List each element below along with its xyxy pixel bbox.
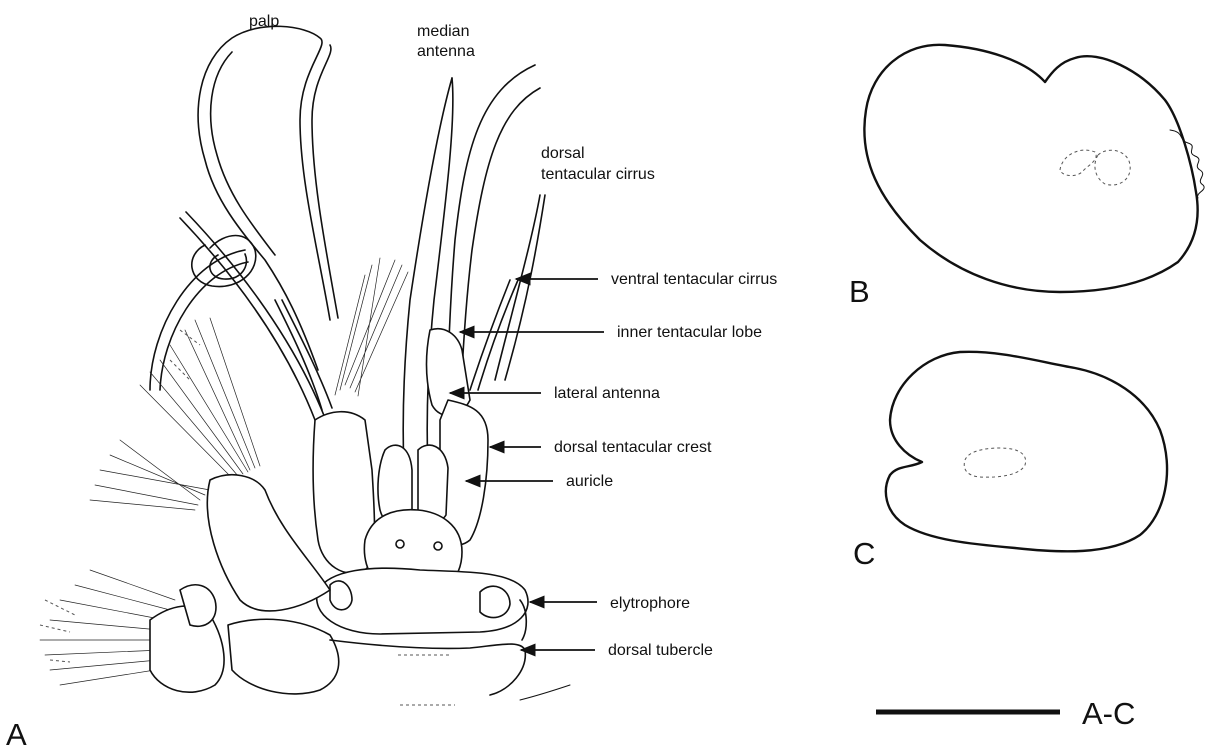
panel-label-b: B [849,274,870,309]
panel-label-c: C [853,536,875,571]
scale-bar: A-C [876,696,1135,731]
svg-text:dorsal tentacular crest: dorsal tentacular crest [554,439,712,456]
label-median-antenna: median antenna [417,23,475,60]
left-cirrus-arc [150,250,245,390]
callout-dorsal-tubercle: dorsal tubercle [521,642,713,659]
elytron-c [886,352,1167,552]
callout-auricle: auricle [466,473,613,490]
specimen-drawing-a [40,26,570,705]
svg-text:antenna: antenna [417,43,475,60]
elytron-b [864,45,1204,292]
svg-text:auricle: auricle [566,473,613,490]
palp-drawing [192,26,338,370]
svg-text:elytrophore: elytrophore [610,595,690,612]
svg-text:median: median [417,23,469,40]
callout-elytrophore: elytrophore [530,595,690,612]
svg-text:dorsal tubercle: dorsal tubercle [608,642,713,659]
label-dorsal-tentacular-cirrus: dorsal tentacular cirrus [541,145,655,183]
label-palp: palp [249,13,279,30]
scale-bar-label: A-C [1082,696,1135,731]
callout-ventral-tentacular-cirrus: ventral tentacular cirrus [516,271,777,288]
svg-text:ventral tentacular cirrus: ventral tentacular cirrus [611,271,777,288]
svg-text:tentacular cirrus: tentacular cirrus [541,166,655,183]
left-long-cirrus-edge [186,212,325,418]
panel-label-a: A [6,717,27,749]
callout-dorsal-tentacular-crest: dorsal tentacular crest [490,439,712,456]
svg-text:palp: palp [249,13,279,30]
callout-lateral-antenna: lateral antenna [450,385,660,402]
svg-text:inner tentacular lobe: inner tentacular lobe [617,324,762,341]
svg-text:dorsal: dorsal [541,145,585,162]
svg-text:lateral antenna: lateral antenna [554,385,660,402]
